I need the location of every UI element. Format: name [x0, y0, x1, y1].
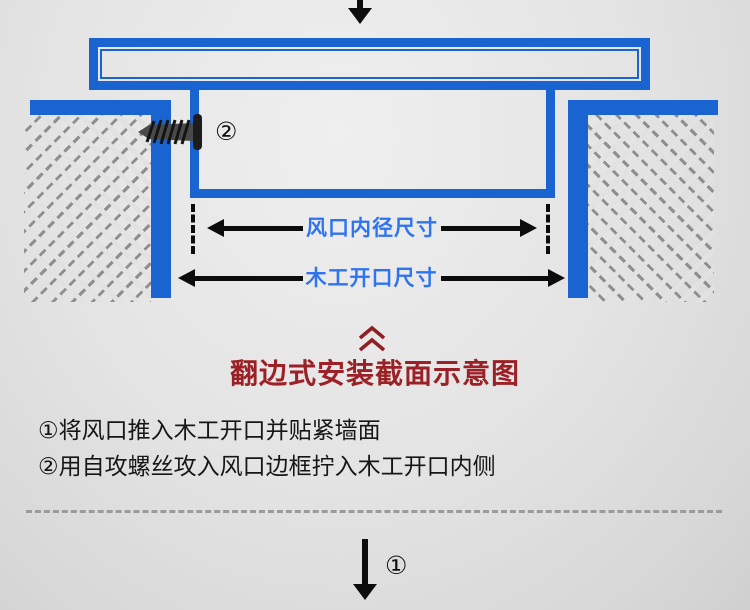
arrow-shaft: [362, 539, 368, 586]
arrow-shaft: [357, 0, 363, 10]
right-wall-top-edge: [568, 100, 718, 115]
instruction-step-2: ②用自攻螺丝攻入风口边框拧入木工开口内侧: [38, 454, 496, 480]
arrow-line: [441, 225, 520, 231]
vent-flange-inner-line: [100, 49, 639, 79]
arrow-head: [353, 584, 377, 600]
inner-dimension-label: 风口内径尺寸: [306, 216, 438, 240]
arrow-left-head: [178, 269, 195, 287]
inner-dimension-arrow: 风口内径尺寸: [207, 215, 537, 241]
next-step-badge: ①: [385, 551, 408, 580]
arrow-line: [440, 275, 548, 281]
arrow-line: [224, 225, 303, 231]
instruction-list: ①将风口推入木工开口并贴紧墙面 ②用自攻螺丝攻入风口边框拧入木工开口内侧: [38, 413, 496, 485]
arrow-left-head: [207, 219, 224, 237]
left-projection-dash: [191, 204, 195, 254]
double-chevron-up-icon: [358, 325, 386, 352]
opening-dimension-label: 木工开口尺寸: [305, 266, 438, 290]
vent-flange-plate: [89, 38, 650, 90]
section-divider: [26, 510, 722, 513]
instruction-step-1: ①将风口推入木工开口并贴紧墙面: [38, 418, 381, 444]
arrow-head: [348, 8, 372, 24]
opening-dimension-arrow: 木工开口尺寸: [178, 265, 565, 291]
left-wall-hatching: [24, 115, 151, 302]
vent-duct-body: [190, 90, 555, 198]
right-wall-hatching: [588, 115, 714, 302]
left-wall-inner-edge: [151, 100, 171, 298]
arrow-line: [195, 275, 303, 281]
left-wall-top-edge: [30, 100, 171, 115]
diagram-title: 翻边式安装截面示意图: [229, 357, 520, 390]
screw-step-badge: ②: [215, 117, 238, 146]
arrow-right-head: [548, 269, 565, 287]
self-tapping-screw-icon: [138, 114, 202, 150]
arrow-right-head: [520, 219, 537, 237]
right-wall-inner-edge: [568, 100, 588, 298]
right-projection-dash: [546, 204, 550, 254]
